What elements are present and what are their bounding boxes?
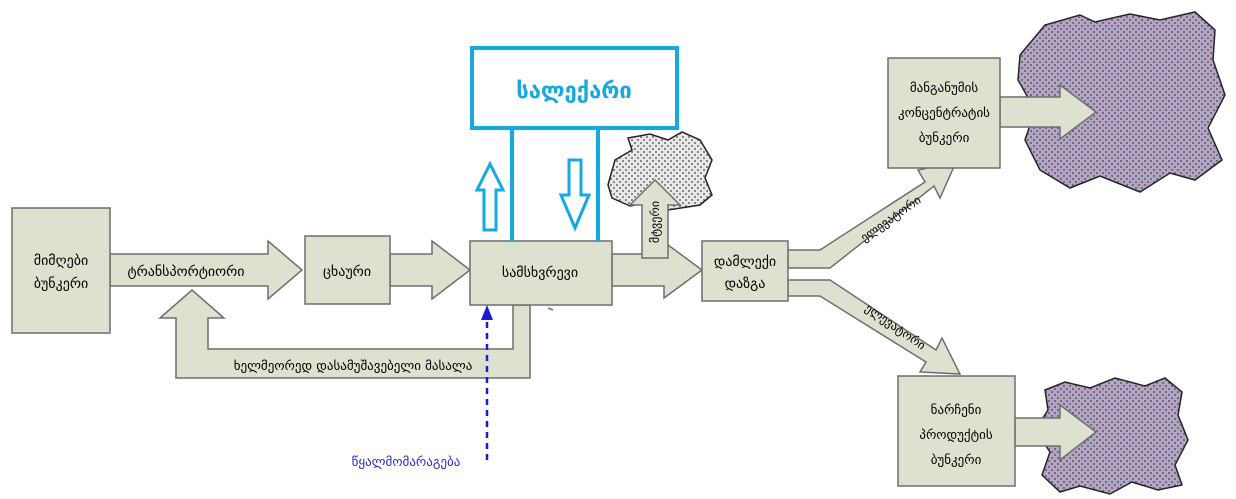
dust-cloud	[607, 131, 713, 211]
dust-label: მტვერი	[648, 201, 662, 243]
reprocess-material-label: ხელმეორედ დასამუშავებელი მასალა	[234, 359, 473, 374]
arrow-manganese-out	[999, 83, 1098, 141]
crusher-box	[469, 240, 613, 306]
manganese-bunker-label-line3: ბუნკერი	[919, 131, 970, 146]
sedimentation-basin-box	[470, 46, 679, 130]
manganese-cloud	[1017, 11, 1226, 193]
sieve-label: ცხაური	[323, 263, 371, 280]
manganese-bunker-box	[887, 57, 1001, 169]
ore-table-label-line1: დამლექი	[714, 254, 776, 270]
waste-bunker-label-line2: პროდუქტის	[919, 428, 992, 443]
waste-bunker-box	[897, 375, 1016, 487]
receiving-bunker-box	[11, 207, 111, 334]
sieve-box	[304, 235, 391, 305]
waste-bunker-label-line1: ნარჩენი	[931, 403, 982, 418]
manganese-bunker-label-line2: კონცენტრატის	[898, 106, 990, 121]
arrow-elevator-top	[787, 160, 958, 269]
arrow-waste-out	[1014, 403, 1098, 462]
up-arrow-icon	[474, 160, 506, 232]
ore-table-label-line2: დაზგა	[725, 276, 766, 292]
waste-bunker-label-line3: ბუნკერი	[931, 453, 982, 468]
transporter-label: ტრანსპორტიორი	[127, 263, 244, 280]
separator-tick	[547, 307, 554, 311]
arrow-transporter	[109, 239, 304, 301]
ore-table-box	[701, 240, 789, 302]
arrow-elevator-bottom	[787, 279, 962, 375]
arrow-dust	[628, 178, 682, 259]
sedimentation-basin-label: სალექარი	[516, 79, 632, 104]
water-supply-label: წყალმომარაგება	[352, 455, 461, 470]
waste-cloud	[1034, 377, 1189, 495]
water-supply-arrowhead	[481, 305, 493, 320]
down-arrow-icon	[558, 158, 592, 232]
arrow-reprocess-loop	[158, 289, 531, 379]
receiving-bunker-label-line2: ბუნკერი	[34, 275, 89, 292]
receiving-bunker-label-line1: მიმღები	[34, 253, 88, 269]
arrow-sieve-to-crusher	[389, 239, 472, 301]
crusher-label: სამსხვრევი	[502, 264, 578, 281]
manganese-bunker-label-line1: მანგანუმის	[910, 81, 978, 96]
